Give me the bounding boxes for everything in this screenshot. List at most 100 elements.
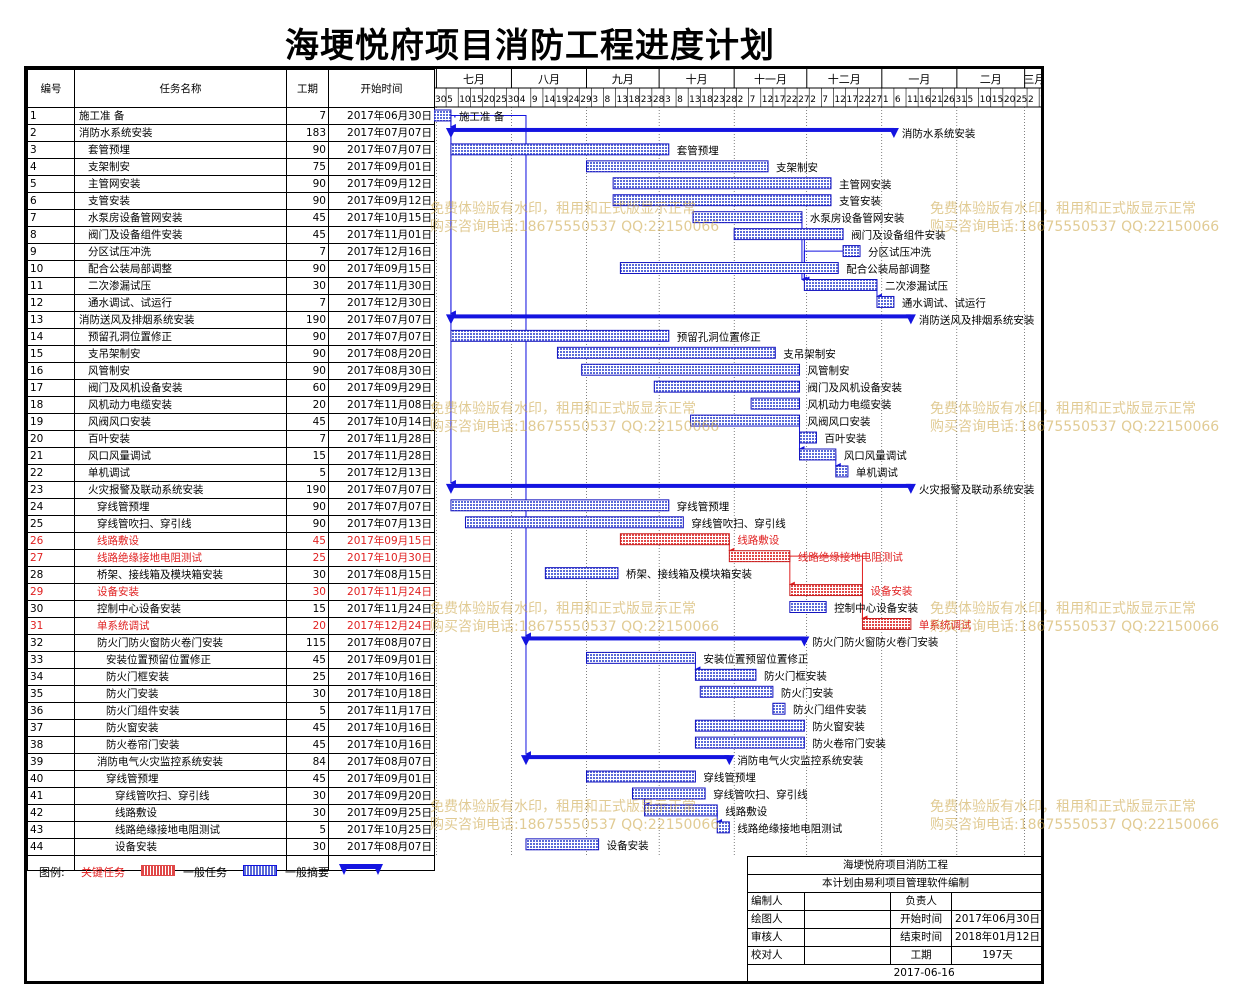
- task-bar-label: 穿线管吹扫、穿引线: [691, 517, 786, 530]
- task-bar: [581, 363, 801, 376]
- task-name: 风口风量调试: [74, 447, 287, 465]
- task-days: 30: [286, 838, 329, 856]
- task-start: 2017年08月15日: [328, 566, 435, 584]
- task-days: 45: [286, 736, 329, 754]
- task-days: 45: [286, 209, 329, 227]
- task-name: 单系统调试: [74, 617, 287, 635]
- task-bar-label: 风口风量调试: [844, 450, 907, 462]
- task-bar: [464, 516, 684, 529]
- task-bar-label: 线路绝缘接地电阻测试: [798, 551, 903, 564]
- task-name: 线路绝缘接地电阻测试: [74, 549, 287, 567]
- summary-end-marker: [799, 636, 810, 647]
- task-name: 通水调试、试运行: [74, 294, 287, 312]
- task-days: 7: [286, 243, 329, 261]
- col-header-name: 任务名称: [74, 69, 287, 108]
- task-days: 5: [286, 464, 329, 482]
- info-owner: [951, 892, 1044, 911]
- task-days: 30: [286, 277, 329, 295]
- task-id: 21: [27, 447, 75, 465]
- task-id: 41: [27, 787, 75, 805]
- legend-normal-label: 一般任务: [183, 866, 227, 879]
- task-bar-label: 百叶安装: [824, 432, 866, 445]
- task-days: 115: [286, 634, 329, 652]
- task-bar-label: 风阀风口安装: [808, 415, 871, 428]
- task-bar-label: 支架制安: [776, 161, 818, 174]
- task-bar: [772, 702, 786, 715]
- task-bar: [690, 414, 801, 427]
- task-days: 7: [286, 430, 329, 448]
- day-tick-label: 13: [617, 95, 628, 105]
- day-tick-label: 19: [556, 95, 568, 105]
- task-start: 2017年10月15日: [328, 209, 435, 227]
- task-bar: [876, 295, 895, 308]
- info-drawer: [803, 910, 892, 929]
- summary-bar: [450, 127, 894, 132]
- task-start: 2017年09月20日: [328, 787, 435, 805]
- task-start: 2017年07月13日: [328, 515, 435, 533]
- summary-bar: [450, 314, 911, 319]
- task-id: 28: [27, 566, 75, 584]
- day-tick-label: 15: [471, 95, 482, 105]
- info-reviewer-label: 校对人: [747, 946, 805, 965]
- day-tick-label: 16: [919, 95, 931, 105]
- task-days: 20: [286, 617, 329, 635]
- task-name: 预留孔洞位置修正: [74, 328, 287, 346]
- task-days: 30: [286, 804, 329, 822]
- legend-critical-swatch: [141, 865, 175, 876]
- day-tick-label: 14: [544, 95, 556, 105]
- task-start: 2017年08月30日: [328, 362, 435, 380]
- task-id: 16: [27, 362, 75, 380]
- task-name: 设备安装: [74, 838, 287, 856]
- task-bar-label: 主管网安装: [839, 178, 892, 191]
- task-bar: [799, 448, 837, 461]
- day-tick-label: 29: [580, 95, 592, 105]
- day-tick-label: 3: [665, 95, 671, 105]
- task-days: 5: [286, 821, 329, 839]
- task-name: 防火门框安装: [74, 668, 287, 686]
- summary-bar: [525, 636, 805, 641]
- task-name: 单机调试: [74, 464, 287, 482]
- task-bar-label: 支管安装: [839, 195, 881, 208]
- task-days: 45: [286, 532, 329, 550]
- task-name: 穿线管预埋: [74, 498, 287, 516]
- day-tick-label: 9: [532, 95, 538, 105]
- month-label: 七月: [463, 73, 485, 86]
- day-tick-label: 22: [786, 95, 797, 105]
- day-tick-label: 2: [1028, 95, 1034, 105]
- task-days: 20: [286, 396, 329, 414]
- task-start: 2017年10月18日: [328, 685, 435, 703]
- summary-end-marker: [905, 314, 916, 325]
- month-label: 八月: [538, 73, 560, 86]
- task-name: 防火窗安装: [74, 719, 287, 737]
- task-start: 2017年10月16日: [328, 719, 435, 737]
- day-tick-label: 10: [980, 95, 992, 105]
- task-days: 90: [286, 498, 329, 516]
- task-start: 2017年09月12日: [328, 175, 435, 193]
- task-id: 10: [27, 260, 75, 278]
- day-tick-label: 18: [701, 95, 713, 105]
- day-tick-label: 23: [713, 95, 724, 105]
- info-note: 本计划由易利项目管理软件编制: [747, 874, 1044, 893]
- task-bar-label: 防火门组件安装: [793, 703, 867, 716]
- task-bar: [653, 380, 801, 393]
- task-bar-label: 设备安装: [607, 839, 649, 852]
- task-name: 穿线管吹扫、穿引线: [74, 787, 287, 805]
- task-bar-label: 二次渗漏试压: [885, 279, 948, 292]
- task-bar: [450, 499, 670, 512]
- task-id: 9: [27, 243, 75, 261]
- dependency-link: [451, 114, 455, 482]
- task-days: 5: [286, 702, 329, 720]
- task-bar: [733, 228, 844, 241]
- task-name: 水泵房设备管网安装: [74, 209, 287, 227]
